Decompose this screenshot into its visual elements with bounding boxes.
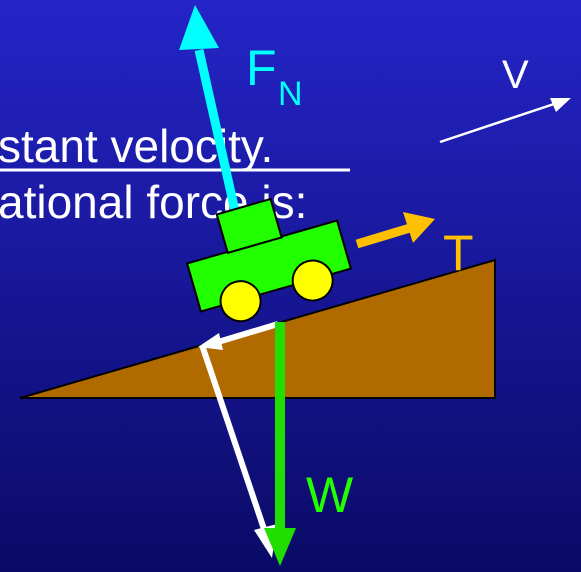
cart-wheel-back xyxy=(219,280,262,323)
slide-text-line-1: stant velocity. xyxy=(0,120,273,172)
cart-cabin xyxy=(215,197,283,255)
normal-force-subscript: N xyxy=(278,75,303,113)
parallel-component-arrow xyxy=(217,321,279,345)
cart-wheel-front xyxy=(291,259,334,302)
tension-label: T xyxy=(443,225,474,281)
velocity-label: V xyxy=(502,53,529,97)
perpendicular-component-arrow xyxy=(199,344,269,536)
normal-force-label: F xyxy=(246,40,277,96)
velocity-arrowhead xyxy=(550,98,571,112)
weight-arrowhead xyxy=(264,528,296,566)
weight-label: W xyxy=(306,467,354,523)
normal-force-arrowhead xyxy=(179,5,219,50)
cart-icon xyxy=(185,197,353,323)
tension-arrowhead xyxy=(403,212,435,243)
velocity-arrow xyxy=(439,102,555,144)
tension-arrow xyxy=(355,223,412,249)
